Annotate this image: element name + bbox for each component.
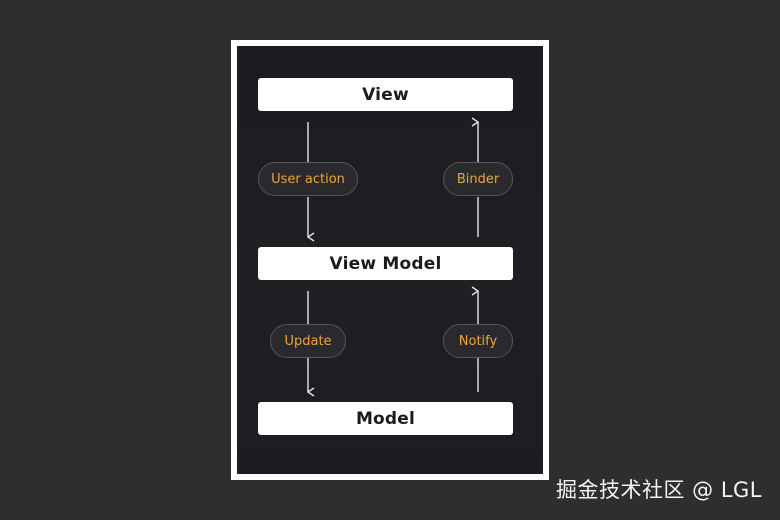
view-box: View bbox=[258, 78, 513, 111]
update-label: Update bbox=[270, 324, 346, 358]
view-model-box: View Model bbox=[258, 247, 513, 280]
watermark-text: 掘金技术社区 @ LGL bbox=[555, 478, 762, 502]
model-box: Model bbox=[258, 402, 513, 435]
user-action-label: User action bbox=[258, 162, 358, 196]
binder-label: Binder bbox=[443, 162, 513, 196]
notify-label: Notify bbox=[443, 324, 513, 358]
